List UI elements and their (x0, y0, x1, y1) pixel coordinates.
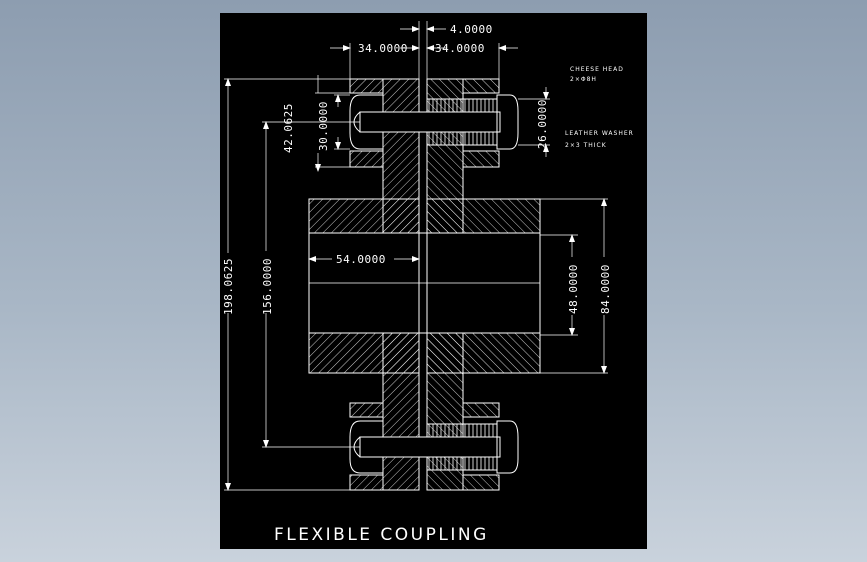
note-washer-line2: 2×3 THICK (565, 142, 607, 149)
notes: CHEESE HEAD 2×Φ8H LEATHER WASHER 2×3 THI… (565, 66, 634, 149)
dim-hub-dia: 84.0000 (540, 198, 612, 374)
dim-overall-label: 198.0625 (222, 258, 235, 315)
dim-bore: 48.0000 (540, 234, 580, 336)
dim-washer-label: 26.0000 (536, 99, 549, 149)
upper-bolt (349, 94, 519, 150)
note-bolt-line2: 2×Φ8H (570, 76, 597, 83)
dim-bolt-offset-label: 42.0625 (282, 103, 295, 153)
dim-bore-label: 48.0000 (567, 264, 580, 314)
dim-hub-length: 54.0000 (308, 253, 420, 266)
note-washer-line1: LEATHER WASHER (565, 130, 634, 137)
dim-bolt-head: 30.0000 (317, 94, 350, 151)
shaft-bore (308, 232, 541, 334)
dim-flange-widths: 34.0000 34.0000 (330, 42, 518, 79)
lower-bolt (349, 420, 519, 474)
drawing-title: FLEXIBLE COUPLING (274, 525, 489, 545)
dim-flange-right-label: 34.0000 (435, 42, 485, 55)
coupling-drawing: 4.0000 34.0000 34.0000 198.0625 156.0000… (222, 21, 634, 545)
dim-pcd: 156.0000 (261, 121, 360, 448)
drawing-sheet: 4.0000 34.0000 34.0000 198.0625 156.0000… (220, 13, 647, 549)
dim-flange-left-label: 34.0000 (358, 42, 408, 55)
dim-gap-label: 4.0000 (450, 23, 493, 36)
dim-hub-length-label: 54.0000 (336, 253, 386, 266)
note-bolt-line1: CHEESE HEAD (570, 66, 624, 73)
dim-overall: 198.0625 (222, 78, 383, 491)
dim-bolt-head-label: 30.0000 (317, 101, 330, 151)
dim-pcd-label: 156.0000 (261, 258, 274, 315)
dim-bolt-offset: 42.0625 (282, 75, 350, 172)
dim-hub-dia-label: 84.0000 (599, 264, 612, 314)
dim-washer: 26.0000 (518, 87, 550, 157)
